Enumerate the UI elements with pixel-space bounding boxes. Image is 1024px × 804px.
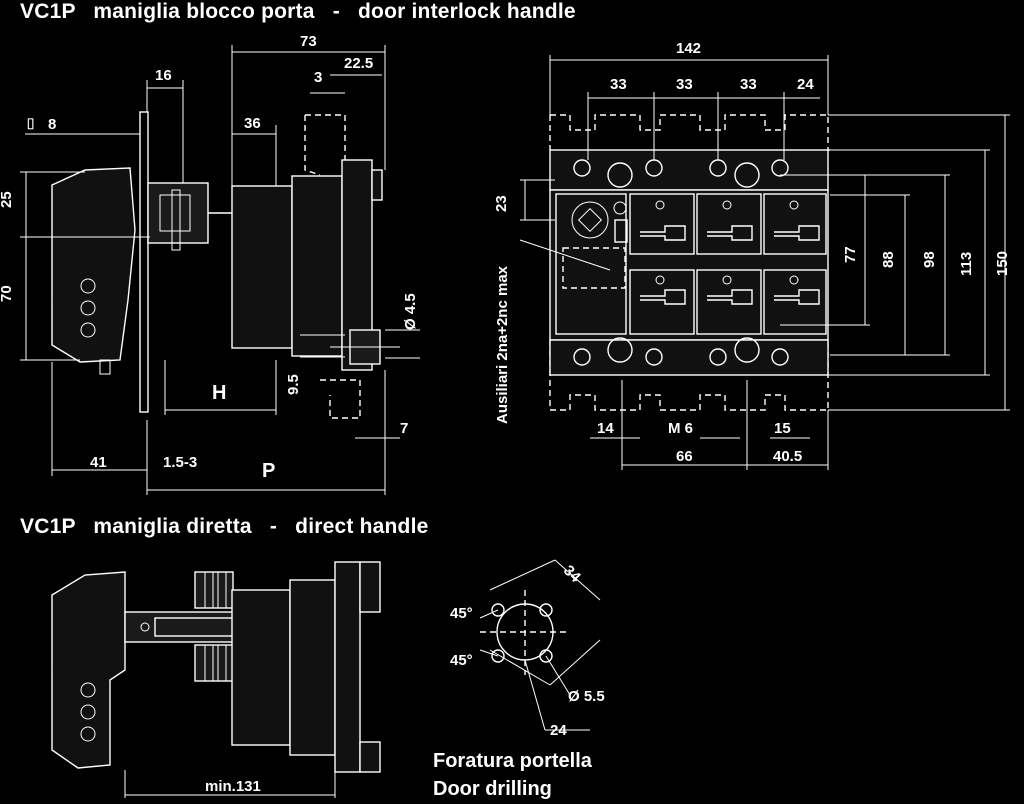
dim-9-5: 9.5 [285, 374, 302, 395]
dim-3: 3 [314, 69, 323, 86]
thread-M6: M 6 [668, 420, 694, 437]
dim-22-5: 22.5 [344, 55, 374, 72]
dim-min-131: min.131 [205, 778, 261, 795]
dim-41: 41 [90, 454, 107, 471]
dim-113: 113 [958, 251, 975, 276]
dim-98: 98 [921, 251, 938, 268]
dim-24-drill: 24 [550, 722, 567, 739]
dim-40-5: 40.5 [773, 448, 803, 465]
flat-8-symbol: ⌷ [26, 116, 36, 133]
dim-66: 66 [676, 448, 693, 465]
dim-142: 142 [676, 40, 702, 57]
dim-8: 8 [48, 116, 57, 133]
dim-70: 70 [0, 285, 15, 302]
dim-73: 73 [300, 33, 317, 50]
title-direct-handle: VC1P maniglia diretta - direct handle [20, 515, 429, 538]
label-door-drilling: Door drilling [433, 778, 552, 800]
dim-P: P [262, 460, 276, 482]
angle-45-bottom: 45° [450, 652, 473, 669]
dim-24: 24 [797, 76, 814, 93]
dim-77: 77 [842, 246, 859, 263]
direct-view-drawing [51, 561, 381, 798]
dim-150: 150 [994, 250, 1011, 276]
front-view-drawing [519, 55, 1010, 470]
dim-25: 25 [0, 191, 15, 208]
dim-H: H [212, 382, 227, 404]
dim-33-c: 33 [740, 76, 757, 93]
drilling-drawing [479, 559, 601, 731]
dim-1-5-3: 1.5-3 [163, 454, 198, 471]
dim-14: 14 [597, 420, 614, 437]
angle-45-top: 45° [450, 605, 473, 622]
dim-7: 7 [400, 420, 409, 437]
dim-33-a: 33 [610, 76, 627, 93]
dim-36: 36 [244, 115, 261, 132]
dim-16: 16 [155, 67, 172, 84]
title-door-interlock: VC1P maniglia blocco porta - door interl… [20, 0, 576, 23]
label-foratura-portella: Foratura portella [433, 750, 592, 772]
side-view-drawing [20, 45, 420, 495]
dim-15: 15 [774, 420, 791, 437]
dim-33-b: 33 [676, 76, 693, 93]
dim-23: 23 [493, 195, 510, 212]
dim-diameter-4-5: Ø 4.5 [402, 293, 419, 330]
dim-88: 88 [880, 251, 897, 268]
dim-diameter-5-5: Ø 5.5 [568, 688, 605, 705]
auxiliary-label: Ausiliari 2na+2nc max [494, 266, 511, 424]
